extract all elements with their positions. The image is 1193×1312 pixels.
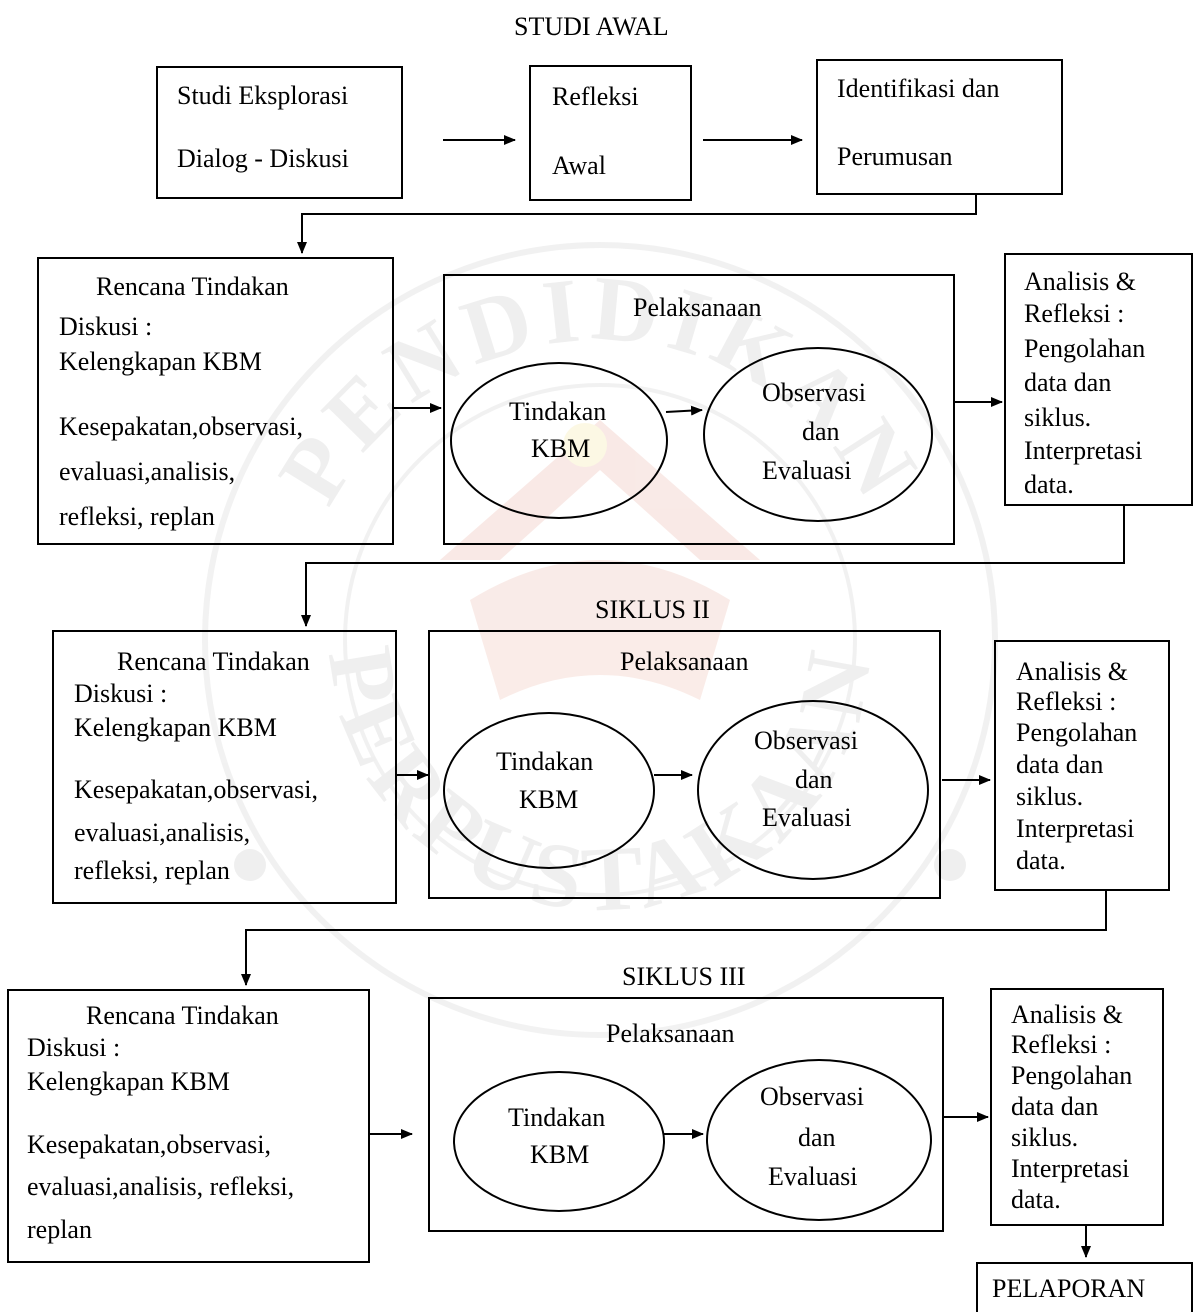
box-analisis-refleksi-3: Analisis & Refleksi : Pengolahan data da… [990,988,1164,1226]
box-analisis-refleksi-1: Analisis & Refleksi : Pengolahan data da… [1004,253,1193,506]
tindakan-line2: KBM [519,785,579,814]
box-rencana-tindakan-1: Rencana Tindakan Diskusi : Kelengkapan K… [37,257,394,545]
rencana-line3: Kelengkapan KBM [74,713,277,742]
box-refleksi-awal: Refleksi Awal [529,65,692,201]
label-siklus-ii: SIKLUS II [595,595,710,624]
analisis-l6: Interpretasi [1016,814,1135,843]
analisis-l5: siklus. [1024,403,1092,432]
rencana-line5: evaluasi,analisis, [59,457,236,486]
observasi-line3: Evaluasi [762,456,852,485]
rencana-line5: evaluasi,analisis, [74,818,251,847]
observasi-line1: Observasi [762,378,866,407]
analisis-l5: siklus. [1016,782,1084,811]
analisis-l6: Interpretasi [1011,1154,1130,1183]
observasi-line2: dan [802,417,840,446]
box-rencana-tindakan-3: Rencana Tindakan Diskusi : Kelengkapan K… [7,989,370,1263]
rencana-line4: Kesepakatan,observasi, [74,775,319,804]
analisis-l7: data. [1011,1185,1061,1214]
rencana-line5: evaluasi,analisis, refleksi, [27,1172,295,1201]
analisis-l1: Analisis & [1016,657,1128,686]
ellipse-observasi-3: Observasi dan Evaluasi [706,1059,932,1221]
pelaksanaan-label: Pelaksanaan [620,647,749,676]
analisis-l3: Pengolahan [1024,334,1146,363]
analisis-l7: data. [1024,470,1074,499]
ellipse-observasi-1: Observasi dan Evaluasi [703,347,933,522]
refleksi-awal-line1: Refleksi [552,82,639,111]
analisis-l7: data. [1016,846,1066,875]
rencana-title: Rencana Tindakan [117,647,310,676]
analisis-l1: Analisis & [1024,267,1136,296]
box-pelaksanaan-3: Pelaksanaan [428,997,944,1232]
analisis-l2: Refleksi : [1024,299,1125,328]
rencana-line4: Kesepakatan,observasi, [59,412,304,441]
box-pelaporan: PELAPORAN [976,1262,1193,1312]
analisis-l3: Pengolahan [1011,1061,1133,1090]
analisis-l4: data dan [1016,750,1104,779]
heading-studi-awal: STUDI AWAL [514,12,669,41]
studi-eksplorasi-line1: Studi Eksplorasi [177,81,349,110]
refleksi-awal-line2: Awal [552,151,606,180]
ellipse-tindakan-3: Tindakan KBM [453,1071,665,1212]
observasi-line3: Evaluasi [768,1162,858,1191]
box-rencana-tindakan-2: Rencana Tindakan Diskusi : Kelengkapan K… [52,630,397,904]
observasi-line1: Observasi [754,726,858,755]
observasi-line2: dan [798,1123,836,1152]
analisis-l6: Interpretasi [1024,436,1143,465]
rencana-title: Rencana Tindakan [96,272,289,301]
rencana-line6: refleksi, replan [59,502,215,531]
rencana-line2: Diskusi : [74,679,168,708]
analisis-l4: data dan [1011,1092,1099,1121]
observasi-line1: Observasi [760,1082,864,1111]
rencana-line2: Diskusi : [59,312,153,341]
tindakan-line1: Tindakan [496,747,594,776]
box-pelaksanaan-2: Pelaksanaan [428,630,941,899]
label-siklus-iii: SIKLUS III [622,962,746,991]
analisis-l2: Refleksi : [1016,687,1117,716]
analisis-l1: Analisis & [1011,1000,1123,1029]
analisis-l2: Refleksi : [1011,1030,1112,1059]
ellipse-tindakan-2: Tindakan KBM [443,712,655,869]
box-analisis-refleksi-2: Analisis & Refleksi : Pengolahan data da… [994,640,1170,891]
pelaksanaan-label: Pelaksanaan [633,293,762,322]
rencana-line2: Diskusi : [27,1033,121,1062]
observasi-line2: dan [795,765,833,794]
tindakan-line2: KBM [531,434,591,463]
ellipse-tindakan-1: Tindakan KBM [450,362,668,519]
tindakan-line2: KBM [530,1140,590,1169]
studi-eksplorasi-line2: Dialog - Diskusi [177,144,349,173]
analisis-l4: data dan [1024,368,1112,397]
ellipse-observasi-2: Observasi dan Evaluasi [697,700,929,880]
observasi-line3: Evaluasi [762,803,852,832]
box-studi-eksplorasi: Studi Eksplorasi Dialog - Diskusi [156,66,403,199]
identifikasi-line2: Perumusan [837,142,953,171]
box-pelaksanaan-1: Pelaksanaan [443,274,955,545]
analisis-l5: siklus. [1011,1123,1079,1152]
analisis-l3: Pengolahan [1016,718,1138,747]
box-identifikasi: Identifikasi dan Perumusan [816,59,1063,195]
identifikasi-line1: Identifikasi dan [837,74,1000,103]
rencana-line4: Kesepakatan,observasi, [27,1130,272,1159]
tindakan-line1: Tindakan [509,397,607,426]
tindakan-line1: Tindakan [508,1103,606,1132]
pelaporan-label: PELAPORAN [992,1274,1146,1303]
rencana-title: Rencana Tindakan [86,1001,279,1030]
rencana-line6: replan [27,1215,92,1244]
pelaksanaan-label: Pelaksanaan [606,1019,735,1048]
rencana-line3: Kelengkapan KBM [59,347,262,376]
rencana-line3: Kelengkapan KBM [27,1067,230,1096]
rencana-line6: refleksi, replan [74,856,230,885]
